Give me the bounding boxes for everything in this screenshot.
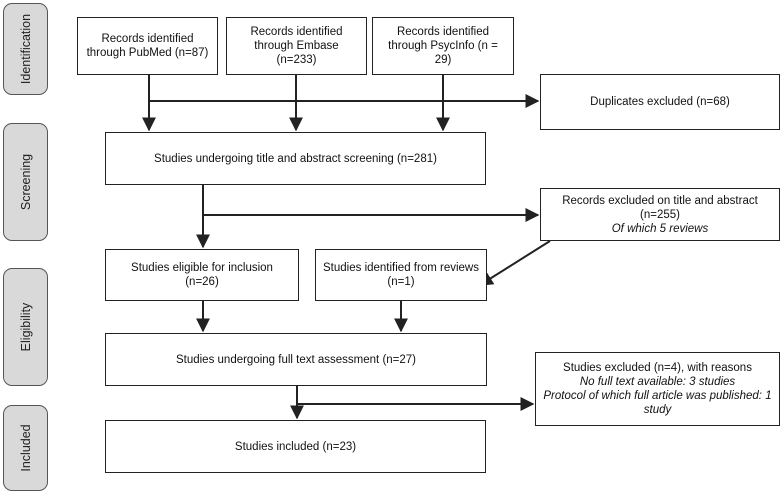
excluded-title-note: Of which 5 reviews (611, 222, 709, 235)
box-psycinfo: Records identified through PsycInfo (n =… (372, 17, 514, 75)
box-embase: Records identified through Embase (n=233… (226, 17, 367, 75)
stage-included: Included (3, 405, 48, 491)
excluded-fulltext-reason2a: Protocol of which full article was publi… (543, 390, 772, 402)
box-excluded-fulltext: Studies excluded (n=4), with reasons No … (535, 352, 780, 426)
excluded-title-line1: Records excluded on title and abstract (562, 194, 758, 207)
included-text: Studies included (n=23) (234, 440, 357, 453)
pubmed-line1: Records identified (101, 33, 194, 45)
stage-screening-label: Screening (18, 153, 33, 211)
psycinfo-line2: through PsycInfo (n = 29) (388, 40, 498, 66)
box-pubmed: Records identified through PubMed (n=87) (77, 17, 218, 75)
box-duplicates: Duplicates excluded (n=68) (540, 74, 780, 130)
box-eligible: Studies eligible for inclusion (n=26) (105, 249, 299, 301)
screening-text: Studies undergoing title and abstract sc… (154, 152, 437, 165)
arrow-excluded-to-reviews (478, 240, 551, 286)
box-from-reviews: Studies identified from reviews (n=1) (315, 249, 487, 301)
from-reviews-line1: Studies identified from reviews (323, 262, 479, 274)
excluded-fulltext-line1: Studies excluded (n=4), with reasons (563, 362, 752, 374)
box-screening: Studies undergoing title and abstract sc… (105, 132, 486, 185)
excluded-fulltext-reason2b: study (643, 404, 672, 416)
stage-screening: Screening (3, 123, 48, 241)
box-fulltext: Studies undergoing full text assessment … (105, 333, 487, 386)
stage-identification-label: Identification (18, 13, 33, 85)
stage-eligibility: Eligibility (3, 268, 48, 386)
duplicates-text: Duplicates excluded (n=68) (590, 96, 730, 108)
stage-identification: Identification (3, 3, 48, 95)
box-included: Studies included (n=23) (105, 420, 486, 473)
stage-eligibility-label: Eligibility (18, 302, 33, 352)
box-excluded-title: Records excluded on title and abstract (… (540, 188, 780, 241)
from-reviews-line2: (n=1) (387, 276, 415, 288)
excluded-fulltext-reason1: No full text available: 3 studies (579, 376, 736, 388)
psycinfo-line1: Records identified (396, 26, 490, 38)
eligible-line1: Studies eligible for inclusion (131, 262, 273, 274)
excluded-title-line2: (n=255) (640, 208, 680, 221)
eligible-line2: (n=26) (185, 276, 219, 288)
stage-included-label: Included (18, 424, 33, 472)
fulltext-text: Studies undergoing full text assessment … (175, 353, 417, 366)
embase-line1: Records identified (250, 26, 343, 38)
pubmed-line2: through PubMed (n=87) (86, 47, 209, 59)
embase-line2: through Embase (n=233) (254, 40, 339, 66)
